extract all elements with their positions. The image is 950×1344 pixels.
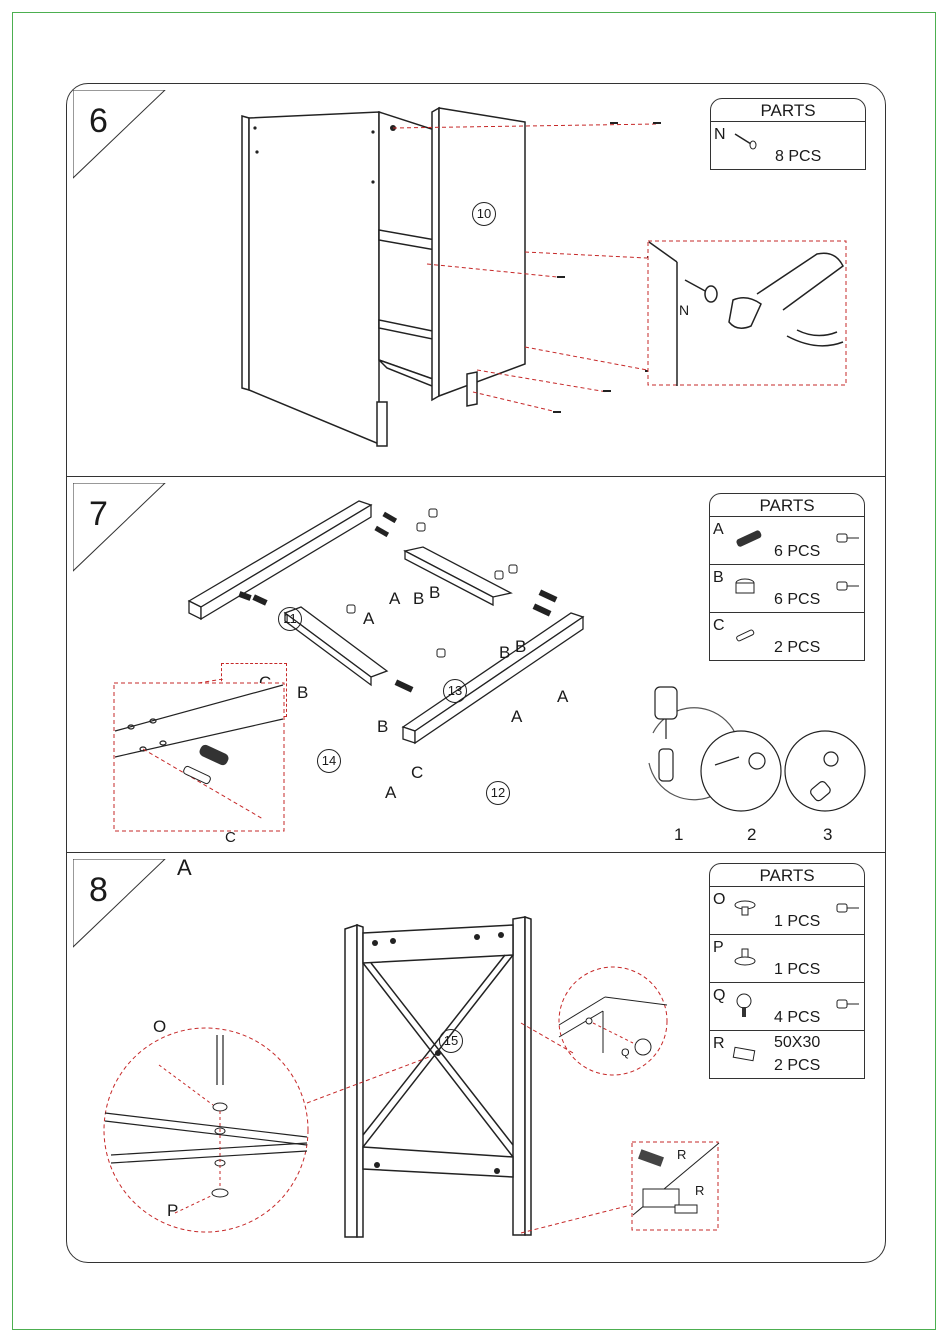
part-qty: 4 PCS bbox=[774, 1009, 820, 1027]
sub-step-3: 3 bbox=[823, 825, 832, 845]
part-qty: 6 PCS bbox=[774, 543, 820, 561]
part-qty: 6 PCS bbox=[774, 591, 820, 609]
rail-12-label: 12 bbox=[486, 781, 510, 805]
detail-callout-c: C bbox=[225, 829, 236, 846]
callout-b: B bbox=[515, 637, 526, 657]
part-row-p: P 1 PCS bbox=[710, 935, 864, 983]
part-letter: R bbox=[713, 1035, 725, 1053]
step-badge bbox=[73, 483, 168, 573]
detail-label-n: N bbox=[679, 302, 689, 318]
step-badge bbox=[73, 90, 168, 180]
connector-icon bbox=[730, 941, 760, 971]
screwdriver-icon bbox=[836, 579, 860, 593]
parts-box-step-8: PARTS O 1 PCS P 1 PCS bbox=[709, 863, 865, 1079]
part-qty: 8 PCS bbox=[775, 148, 821, 166]
callout-b: B bbox=[413, 589, 424, 609]
nail-detail-view bbox=[647, 240, 849, 388]
step-number: 7 bbox=[89, 495, 108, 534]
part-10-label: 10 bbox=[472, 202, 496, 226]
callout-b: B bbox=[429, 583, 440, 603]
step-number: 6 bbox=[89, 102, 108, 141]
callout-b: B bbox=[297, 683, 308, 703]
rail-11-label: 11 bbox=[278, 607, 302, 631]
callout-b: B bbox=[499, 643, 510, 663]
callout-a: A bbox=[511, 707, 522, 727]
leveler-icon bbox=[730, 893, 760, 923]
part-row-n: N 8 PCS bbox=[711, 122, 865, 169]
part-letter: Q bbox=[713, 987, 725, 1005]
nail-icon bbox=[731, 128, 761, 158]
rail-14-label: 14 bbox=[317, 749, 341, 773]
part-letter: B bbox=[713, 569, 724, 587]
parts-box-step-7: PARTS A 6 PCS B 6 PC bbox=[709, 493, 865, 661]
screwdriver-icon bbox=[836, 997, 860, 1011]
parts-title: PARTS bbox=[711, 99, 865, 122]
part-letter: P bbox=[713, 939, 724, 957]
callout-c: C bbox=[411, 763, 423, 783]
part-letter: C bbox=[713, 617, 725, 635]
part-row-q: Q 4 PCS bbox=[710, 983, 864, 1031]
part-qty: 2 PCS bbox=[774, 639, 820, 657]
step-8: 8 15 bbox=[67, 852, 885, 1263]
part-row-b: B 6 PCS bbox=[710, 565, 864, 613]
part-row-o: O 1 PCS bbox=[710, 887, 864, 935]
callout-b: B bbox=[377, 717, 388, 737]
cam-lock-icon bbox=[730, 571, 760, 601]
part-qty: 1 PCS bbox=[774, 913, 820, 931]
wooden-dowel-icon bbox=[730, 619, 760, 649]
cam-lock-steps-drawing bbox=[619, 685, 869, 825]
callout-a: A bbox=[557, 687, 568, 707]
cam-bolt-icon bbox=[730, 523, 766, 553]
callout-a: A bbox=[389, 589, 400, 609]
callout-a: A bbox=[385, 783, 396, 803]
part-row-c: C 2 PCS bbox=[710, 613, 864, 660]
screwdriver-icon bbox=[836, 901, 860, 915]
part-size: 50X30 bbox=[774, 1034, 820, 1052]
felt-pad-icon bbox=[730, 1037, 760, 1067]
part-letter: N bbox=[714, 126, 726, 144]
sub-step-2: 2 bbox=[747, 825, 756, 845]
part-row-r: R 50X30 2 PCS bbox=[710, 1031, 864, 1078]
screw-icon bbox=[730, 989, 760, 1019]
instruction-sheet: 6 bbox=[66, 83, 886, 1263]
parts-box-step-6: PARTS N 8 PCS bbox=[710, 98, 866, 170]
rail-13-label: 13 bbox=[443, 679, 467, 703]
part-letter: A bbox=[713, 521, 724, 539]
sub-step-1: 1 bbox=[674, 825, 683, 845]
parts-title: PARTS bbox=[710, 494, 864, 517]
part-row-a: A 6 PCS bbox=[710, 517, 864, 565]
step-7: 7 bbox=[67, 476, 885, 852]
dowel-detail-view bbox=[113, 679, 287, 833]
callout-a: A bbox=[363, 609, 374, 629]
cabinet-drawing bbox=[227, 102, 697, 452]
screwdriver-icon bbox=[836, 531, 860, 545]
parts-title: PARTS bbox=[710, 864, 864, 887]
step-6: 6 bbox=[67, 84, 885, 476]
part-letter: O bbox=[713, 891, 725, 909]
part-qty: 1 PCS bbox=[774, 961, 820, 979]
part-qty: 2 PCS bbox=[774, 1057, 820, 1075]
